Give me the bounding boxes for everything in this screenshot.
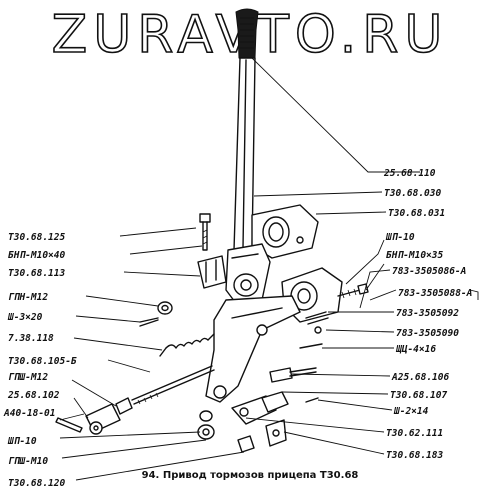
small-bracket bbox=[197, 255, 227, 289]
lower-nut bbox=[237, 435, 255, 453]
label-t30-68-183: Т30.68.183 bbox=[386, 450, 443, 461]
labels-right: 25.68.110 Т30.68.030 Т30.68.031 ШП-10 БН… bbox=[383, 168, 472, 461]
spring bbox=[159, 333, 215, 357]
washer-lower bbox=[197, 410, 215, 440]
label-783-3505086a: 783-3505086-А bbox=[392, 266, 466, 277]
main-arm bbox=[205, 295, 301, 403]
label-783-3505090: 783-3505090 bbox=[396, 328, 459, 339]
pin-small bbox=[305, 397, 319, 403]
lever-hub bbox=[225, 243, 271, 307]
label-t30-68-113: Т30.68.113 bbox=[8, 268, 65, 279]
label-shch-4x16: ЩЦ-4×16 bbox=[395, 344, 436, 355]
label-gpn-m12: ГПН-М12 bbox=[8, 292, 48, 303]
label-t30-68-031: Т30.68.031 bbox=[388, 208, 445, 219]
label-gpsh-m12: ГПШ-М12 bbox=[8, 372, 48, 383]
label-t30-68-030: Т30.68.030 bbox=[384, 188, 441, 199]
label-783-3505088a: 783-3505088-А bbox=[398, 288, 472, 299]
label-sh-3x20: Ш-3×20 bbox=[7, 312, 43, 323]
bolt-right bbox=[337, 283, 369, 299]
label-t30-68-125: Т30.68.125 bbox=[8, 232, 65, 243]
caption-text: Привод тормозов прицепа bbox=[162, 470, 317, 481]
label-shp-10-right: ШП-10 bbox=[385, 232, 415, 243]
cotter-pin bbox=[139, 317, 159, 327]
lower-link bbox=[231, 391, 289, 425]
bolt-a25 bbox=[269, 367, 317, 383]
label-783-3505092: 783-3505092 bbox=[396, 308, 459, 319]
label-t30-68-120: Т30.68.120 bbox=[8, 478, 65, 489]
washer-upper bbox=[157, 301, 173, 315]
label-shp-10-left: ШП-10 bbox=[7, 436, 37, 447]
label-t30-68-105b: Т30.68.105-Б bbox=[8, 356, 77, 367]
clevis-left bbox=[85, 403, 121, 435]
label-bnp-m10x35: БНП-М10×35 bbox=[386, 250, 443, 261]
label-a25-68-106: А25.68.106 bbox=[391, 372, 449, 383]
label-sh-2x14: Ш-2×14 bbox=[393, 406, 429, 417]
label-gpsh-m10: ГПШ-М10 bbox=[8, 456, 48, 467]
label-25-68-102: 25.68.102 bbox=[7, 390, 60, 401]
label-a40-18-01: А40-18-01 bbox=[3, 408, 55, 419]
leaders-right bbox=[245, 57, 479, 455]
pin-right-parts bbox=[299, 311, 329, 349]
leaders-left bbox=[59, 227, 245, 481]
lever-knob bbox=[235, 8, 259, 62]
lower-fork bbox=[265, 419, 287, 447]
bolt-upper bbox=[199, 213, 211, 251]
upper-bracket bbox=[251, 204, 319, 259]
label-7-38-118: 7.38.118 bbox=[8, 333, 54, 344]
caption-code: Т30.68 bbox=[319, 470, 359, 481]
lever-rod bbox=[233, 57, 256, 251]
caption-number: 94. bbox=[141, 470, 160, 481]
label-25-68-110: 25.68.110 bbox=[383, 168, 436, 179]
figure-caption: 94. Привод тормозов прицепа Т30.68 bbox=[0, 470, 500, 481]
label-t30-62-111: Т30.62.111 bbox=[386, 428, 443, 439]
label-t30-68-107: Т30.68.107 bbox=[390, 390, 447, 401]
labels-left: Т30.68.125 БНП-М10×40 Т30.68.113 ГПН-М12… bbox=[3, 232, 77, 489]
threaded-rod bbox=[115, 365, 215, 415]
label-bnp-m10x40: БНП-М10×40 bbox=[8, 250, 65, 261]
pin-left bbox=[55, 417, 83, 433]
